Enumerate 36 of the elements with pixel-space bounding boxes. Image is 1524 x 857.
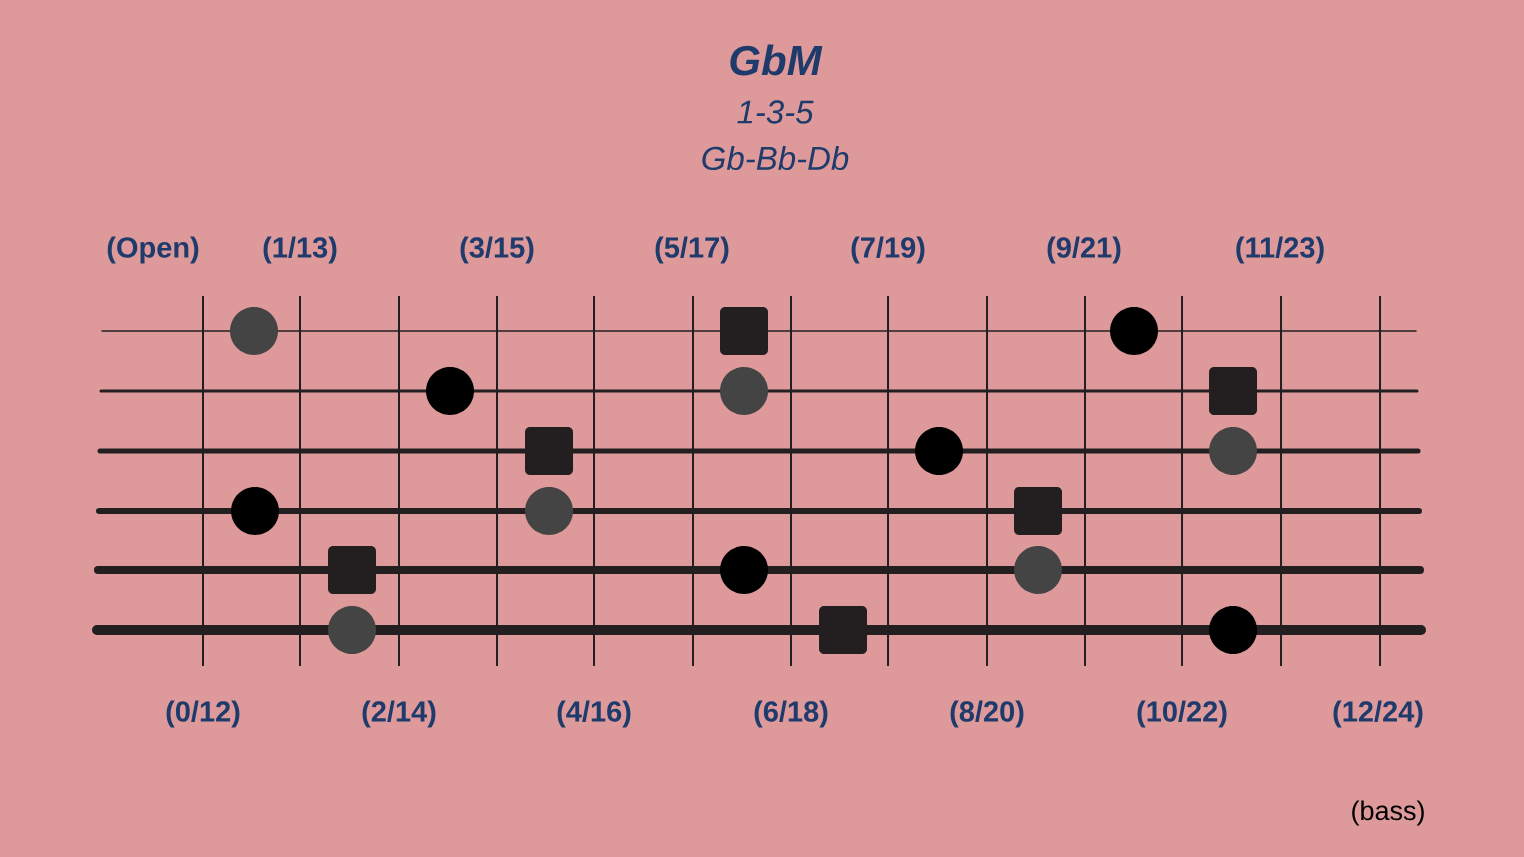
fret-number: (0/12) <box>166 700 240 728</box>
fret-number: (1/13) <box>263 236 337 264</box>
fret-number: (12/24) <box>1333 700 1423 728</box>
fret-number: (6/18) <box>754 700 828 728</box>
chord-title: GbM <box>730 44 823 76</box>
note-square <box>1014 487 1062 535</box>
chord-formula: Gb-Bb-Db <box>702 145 849 171</box>
note-dot <box>915 427 963 475</box>
note-dot <box>328 606 376 654</box>
instrument-note: (bass) <box>1352 800 1424 826</box>
note-dot <box>1209 427 1257 475</box>
note-square <box>1209 367 1257 415</box>
note-dot <box>230 307 278 355</box>
chord-formula: 1-3-5 <box>737 100 814 124</box>
note-dot <box>720 367 768 415</box>
fret-number: (9/21) <box>1047 236 1121 264</box>
note-dot <box>231 487 279 535</box>
note-dot <box>1110 307 1158 355</box>
fret-number: (8/20) <box>950 700 1024 728</box>
note-dot <box>1014 546 1062 594</box>
note-square <box>720 307 768 355</box>
note-dot <box>426 367 474 415</box>
note-square <box>328 546 376 594</box>
fret-number: (10/22) <box>1137 700 1227 728</box>
fret-number: (5/17) <box>655 236 729 264</box>
fret-number: (4/16) <box>557 700 631 728</box>
note-dot <box>1209 606 1257 654</box>
fret-number: (Open) <box>107 236 199 264</box>
note-square <box>819 606 867 654</box>
fret-number: (2/14) <box>362 700 436 728</box>
note-dot <box>720 546 768 594</box>
note-dot <box>525 487 573 535</box>
fret-number: (7/19) <box>851 236 925 264</box>
fret-number: (3/15) <box>460 236 534 264</box>
fret-number: (11/23) <box>1236 236 1324 264</box>
note-square <box>525 427 573 475</box>
